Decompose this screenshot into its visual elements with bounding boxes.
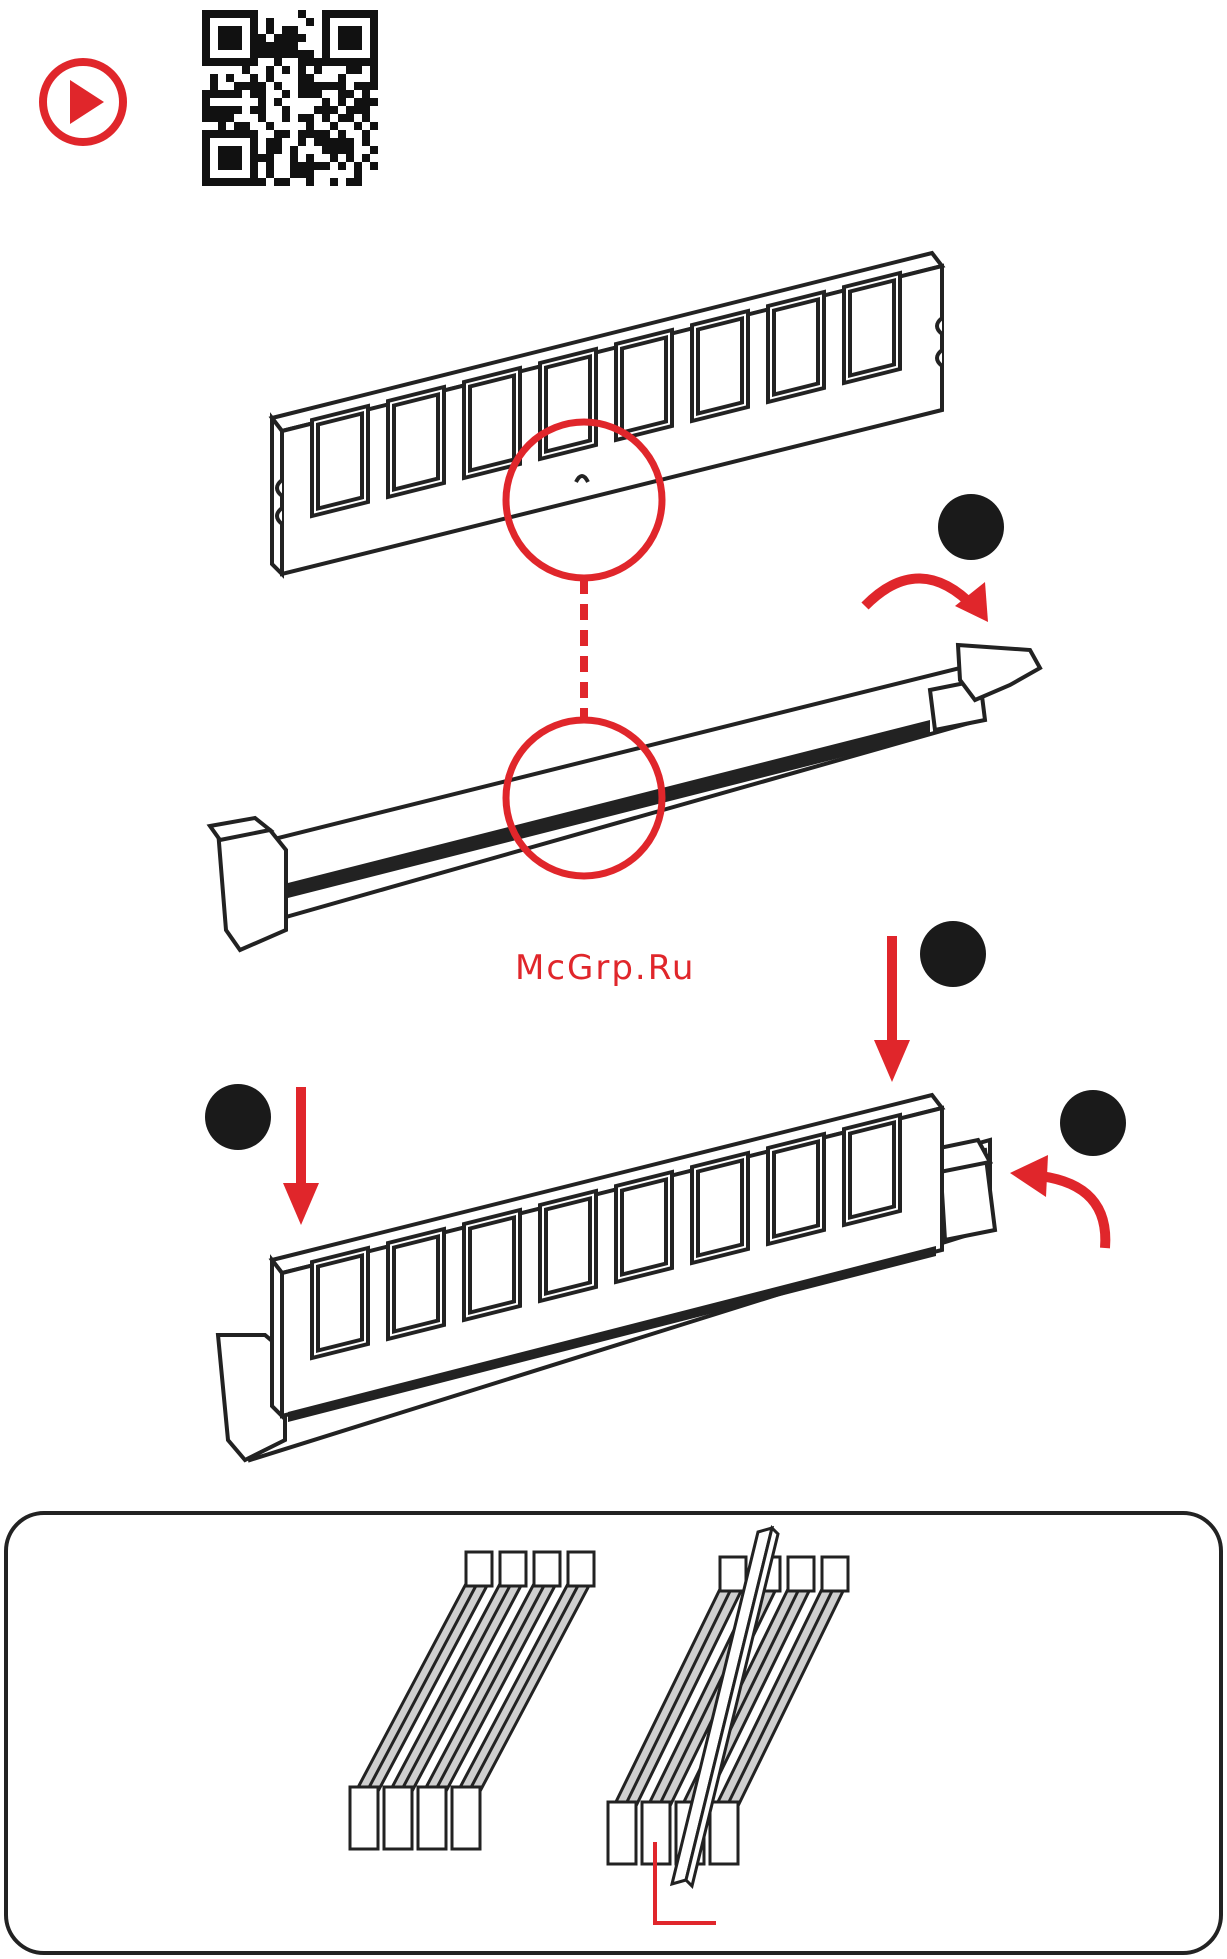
memory-chip xyxy=(616,330,672,440)
dimm-slot-open xyxy=(210,645,1040,950)
memory-chip xyxy=(388,1229,444,1339)
memory-module-inserted xyxy=(272,1095,942,1422)
memory-chip xyxy=(616,1172,672,1282)
memory-chip xyxy=(540,1191,596,1301)
memory-chip xyxy=(768,292,824,402)
latch-close-arrow xyxy=(1010,1155,1105,1248)
step-marker xyxy=(1060,1090,1126,1156)
memory-chip xyxy=(312,406,368,516)
memory-chip xyxy=(312,1248,368,1358)
play-circle-icon[interactable] xyxy=(43,62,123,142)
memory-chip xyxy=(388,387,444,497)
note-box xyxy=(6,1513,1221,1953)
memory-chip xyxy=(464,368,520,478)
memory-chip xyxy=(844,273,900,383)
memory-chip xyxy=(768,1134,824,1244)
memory-chip xyxy=(464,1210,520,1320)
memory-module-top xyxy=(272,253,942,574)
step-marker xyxy=(205,1084,271,1150)
qr-code-icon[interactable] xyxy=(202,10,378,186)
push-down-arrow xyxy=(283,1087,319,1225)
step-marker xyxy=(920,921,986,987)
memory-chip xyxy=(844,1115,900,1225)
step-marker xyxy=(938,494,1004,560)
latch-open-arrow xyxy=(865,578,988,622)
memory-chip xyxy=(540,349,596,459)
memory-chip xyxy=(692,1153,748,1263)
memory-chip xyxy=(692,311,748,421)
watermark: McGrp.Ru xyxy=(515,948,695,988)
push-down-arrow xyxy=(874,936,910,1082)
